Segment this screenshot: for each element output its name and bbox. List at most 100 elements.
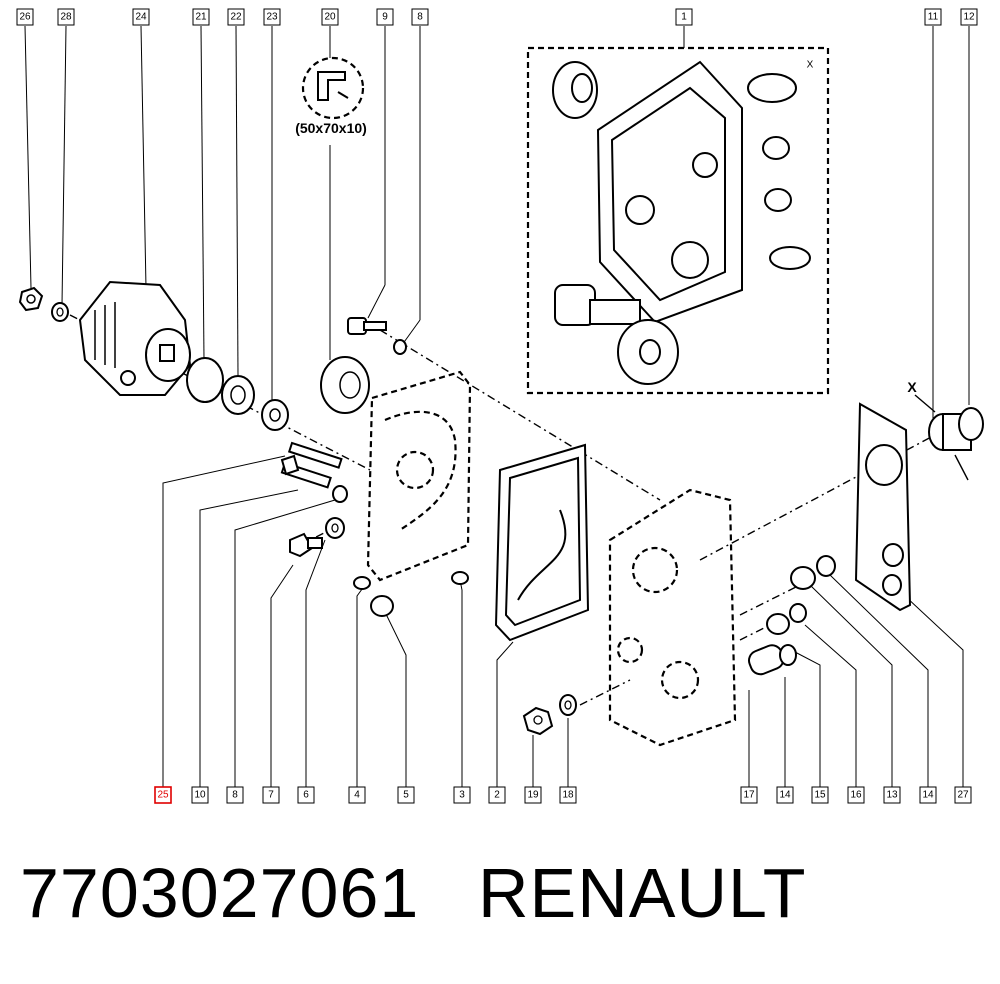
callout-label-bottom-13: 15 xyxy=(814,790,826,801)
plug-19 xyxy=(522,706,554,736)
bearing-seal xyxy=(320,356,370,414)
callout-label-top-5: 23 xyxy=(266,12,278,23)
front-cover-dashed xyxy=(366,370,472,582)
bush-5 xyxy=(370,595,394,617)
callout-label-bottom-17: 27 xyxy=(957,790,969,801)
coupling-22 xyxy=(221,375,255,415)
cover-plate-27 xyxy=(854,402,912,612)
callout-label-bottom-11: 17 xyxy=(743,790,755,801)
callout-box-bottom-8 xyxy=(488,786,506,804)
bolt-7 xyxy=(289,532,323,558)
callout-box-bottom-17 xyxy=(954,786,972,804)
bush-13 xyxy=(790,566,816,590)
seal-detail-20: (50x70x10) xyxy=(295,56,367,136)
callout-box-bottom-15 xyxy=(883,786,901,804)
callout-box-bottom-16 xyxy=(919,786,937,804)
callout-box-bottom-7 xyxy=(453,786,471,804)
studs-25-10 xyxy=(280,441,343,489)
callout-label-bottom-9: 19 xyxy=(527,790,539,801)
callout-label-top-2: 24 xyxy=(135,12,147,23)
housing-bushes xyxy=(747,73,811,270)
callout-label-bottom-7: 3 xyxy=(459,790,465,801)
washer-8-low xyxy=(332,485,348,503)
gearbox-housing-assembly: X xyxy=(552,60,814,385)
callout-box-top-0 xyxy=(16,8,34,26)
callout-box-bottom-0 xyxy=(154,786,172,804)
callout-box-top-4 xyxy=(227,8,245,26)
dowel-4 xyxy=(353,576,371,590)
callout-box-top-8 xyxy=(411,8,429,26)
callout-box-top-1 xyxy=(57,8,75,26)
callout-label-bottom-12: 14 xyxy=(779,790,791,801)
callout-label-top-10: 11 xyxy=(928,12,939,23)
callout-label-top-0: 26 xyxy=(19,12,31,23)
callout-label-top-3: 21 xyxy=(195,12,207,23)
callout-box-bottom-6 xyxy=(397,786,415,804)
callout-label-top-8: 8 xyxy=(417,12,423,23)
callout-box-bottom-2 xyxy=(226,786,244,804)
o-ring-15 xyxy=(789,603,807,623)
callouts-bottom: 25 10 8 7 6 4 5 3 2 19 18 17 14 15 16 13 14 27 xyxy=(154,786,972,804)
callout-label-bottom-14: 16 xyxy=(850,790,862,801)
x-marker-right: X xyxy=(907,379,917,395)
callout-label-bottom-4: 6 xyxy=(303,790,309,801)
callout-label-bottom-1: 10 xyxy=(194,790,206,801)
washer-8-top xyxy=(393,339,407,355)
washer-28 xyxy=(51,302,69,322)
seal-size-label: (50x70x10) xyxy=(295,120,367,136)
brand-name: RENAULT xyxy=(478,854,807,932)
main-housing-dashed xyxy=(608,488,737,747)
part-number: 7703027061 xyxy=(20,854,420,932)
callout-label-bottom-15: 13 xyxy=(886,790,898,801)
bush-16 xyxy=(766,613,790,635)
callout-box-bottom-10 xyxy=(559,786,577,804)
bolt-9 xyxy=(347,317,387,335)
callout-box-top-7 xyxy=(376,8,394,26)
callout-box-bottom-14 xyxy=(847,786,865,804)
washer-6 xyxy=(325,517,345,539)
callout-box-bottom-13 xyxy=(811,786,829,804)
callout-label-bottom-6: 5 xyxy=(403,790,409,801)
callout-label-bottom-10: 18 xyxy=(562,790,574,801)
callout-label-bottom-3: 7 xyxy=(268,790,274,801)
callout-box-top-2 xyxy=(132,8,150,26)
o-ring-14-top xyxy=(816,555,836,577)
callout-label-top-9: 1 xyxy=(681,12,687,23)
callout-label-bottom-16: 14 xyxy=(922,790,934,801)
assembly-group-box xyxy=(526,46,830,395)
o-ring-21 xyxy=(186,357,224,403)
callout-label-bottom-0: 25 xyxy=(157,790,169,801)
callout-box-bottom-3 xyxy=(262,786,280,804)
pump-housing xyxy=(78,280,192,396)
callout-label-top-1: 28 xyxy=(60,12,72,23)
callout-label-bottom-8: 2 xyxy=(494,790,500,801)
bearing-11-12: X xyxy=(907,379,984,481)
callout-label-bottom-5: 4 xyxy=(354,790,360,801)
callout-label-top-7: 9 xyxy=(382,12,388,23)
nut-26 xyxy=(18,286,44,312)
callout-box-top-11 xyxy=(960,8,978,26)
gasket-2 xyxy=(494,443,590,642)
callout-box-top-5 xyxy=(263,8,281,26)
dowel-3 xyxy=(451,571,469,585)
x-marker-top: X xyxy=(807,60,814,71)
callout-box-bottom-4 xyxy=(297,786,315,804)
callout-box-top-10 xyxy=(924,8,942,26)
callout-box-top-9 xyxy=(675,8,693,26)
callout-box-bottom-12 xyxy=(776,786,794,804)
callout-box-bottom-5 xyxy=(348,786,366,804)
callout-box-bottom-9 xyxy=(524,786,542,804)
callout-box-top-3 xyxy=(192,8,210,26)
callout-box-bottom-1 xyxy=(191,786,209,804)
callout-label-bottom-2: 8 xyxy=(232,790,238,801)
o-ring-14-low xyxy=(779,644,797,666)
callout-label-top-4: 22 xyxy=(230,12,242,23)
bush-23 xyxy=(261,399,289,431)
callout-label-top-6: 20 xyxy=(324,12,336,23)
callout-box-bottom-11 xyxy=(740,786,758,804)
gear-shaft xyxy=(554,284,679,385)
washer-18 xyxy=(559,694,577,716)
callout-box-top-6 xyxy=(321,8,339,26)
